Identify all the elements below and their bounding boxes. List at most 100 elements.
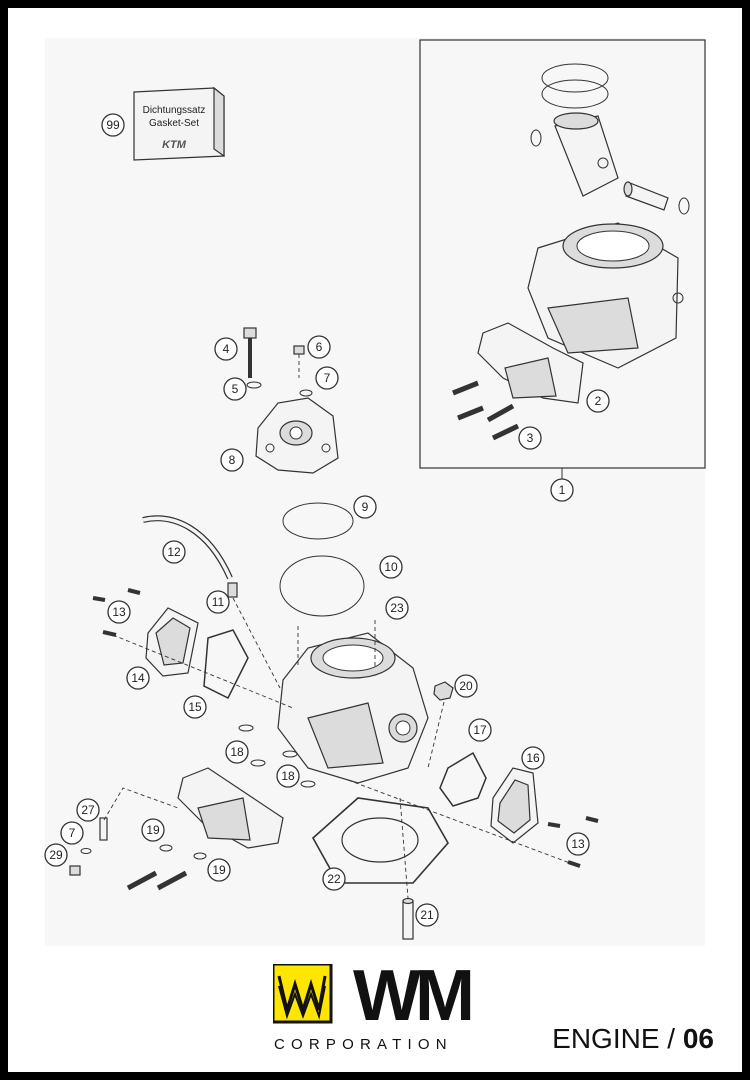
callout-16: 16 bbox=[521, 746, 545, 770]
washer-18c bbox=[282, 750, 298, 758]
head-bolt bbox=[243, 327, 257, 378]
gasket-box-line1: Dichtungssatz bbox=[143, 105, 206, 116]
svg-text:3: 3 bbox=[527, 431, 534, 445]
wm-corporation-logo: WM bbox=[273, 964, 477, 1036]
piston-pin bbox=[623, 181, 669, 211]
callout-20: 20 bbox=[454, 674, 478, 698]
right-cover bbox=[490, 767, 539, 844]
cover-screws-right bbox=[547, 816, 599, 868]
callout-14: 14 bbox=[126, 666, 150, 690]
callout-23: 23 bbox=[385, 596, 409, 620]
svg-text:1: 1 bbox=[559, 483, 566, 497]
logo-company: CORPORATION bbox=[274, 1036, 453, 1053]
svg-text:99: 99 bbox=[106, 118, 120, 132]
callout-99: 99 bbox=[101, 113, 125, 137]
callout-18a: 18 bbox=[225, 740, 249, 764]
head-nut bbox=[293, 345, 305, 378]
o-ring-9 bbox=[282, 502, 354, 540]
svg-text:5: 5 bbox=[232, 382, 239, 396]
washer-18d bbox=[300, 780, 316, 788]
callout-19a: 19 bbox=[141, 818, 165, 842]
callout-13-left: 13 bbox=[107, 600, 131, 624]
svg-text:20: 20 bbox=[459, 679, 473, 693]
page-frame: Dichtungssatz Gasket-Set KTM bbox=[8, 8, 742, 1072]
callout-12: 12 bbox=[162, 540, 186, 564]
svg-text:8: 8 bbox=[229, 453, 236, 467]
callout-5: 5 bbox=[223, 377, 247, 401]
svg-text:9: 9 bbox=[362, 500, 369, 514]
callout-29: 29 bbox=[44, 843, 68, 867]
callout-6: 6 bbox=[307, 335, 331, 359]
right-gasket bbox=[439, 751, 487, 807]
svg-text:19: 19 bbox=[146, 823, 160, 837]
kit-cylinder bbox=[527, 222, 684, 369]
fitting-11 bbox=[227, 582, 238, 598]
circlip-left bbox=[530, 129, 542, 147]
callout-4: 4 bbox=[214, 337, 238, 361]
svg-text:2: 2 bbox=[595, 394, 602, 408]
callout-10: 10 bbox=[379, 555, 403, 579]
adjust-screw-group bbox=[69, 817, 108, 876]
washer-7 bbox=[299, 389, 313, 397]
svg-text:18: 18 bbox=[281, 769, 295, 783]
svg-text:4: 4 bbox=[223, 342, 230, 356]
piston-rings bbox=[541, 63, 609, 109]
callout-1: 1 bbox=[550, 478, 574, 502]
callout-21: 21 bbox=[415, 903, 439, 927]
callout-7-lower: 7 bbox=[60, 821, 84, 845]
svg-text:15: 15 bbox=[188, 700, 202, 714]
svg-text:7: 7 bbox=[69, 826, 76, 840]
svg-text:12: 12 bbox=[167, 545, 181, 559]
washer-5 bbox=[246, 381, 262, 389]
cylinder-head bbox=[255, 397, 339, 474]
callout-3: 3 bbox=[518, 426, 542, 450]
washer-18a bbox=[238, 724, 254, 732]
svg-text:6: 6 bbox=[316, 340, 323, 354]
exhaust-flange bbox=[477, 322, 584, 404]
gasket-box-brand: KTM bbox=[162, 139, 187, 151]
callout-8: 8 bbox=[220, 448, 244, 472]
flange-screws bbox=[452, 380, 520, 441]
callout-13-right: 13 bbox=[566, 832, 590, 856]
lower-exhaust-flange bbox=[177, 767, 284, 849]
left-gasket bbox=[203, 629, 249, 700]
flange-bolts-lower bbox=[126, 870, 188, 891]
callout-15: 15 bbox=[183, 695, 207, 719]
callout-19b: 19 bbox=[207, 858, 231, 882]
gasket-box-line2: Gasket-Set bbox=[149, 118, 199, 129]
washer-18b bbox=[250, 759, 266, 767]
svg-text:23: 23 bbox=[390, 601, 404, 615]
main-cylinder bbox=[277, 632, 429, 784]
o-ring-10 bbox=[279, 555, 365, 617]
section-name: ENGINE bbox=[552, 1023, 660, 1054]
callout-7: 7 bbox=[315, 366, 339, 390]
svg-text:7: 7 bbox=[324, 371, 331, 385]
svg-text:18: 18 bbox=[230, 745, 244, 759]
svg-text:22: 22 bbox=[327, 872, 341, 886]
callout-9: 9 bbox=[353, 495, 377, 519]
circlip-right bbox=[678, 197, 690, 215]
washer-19a bbox=[159, 844, 173, 852]
svg-text:13: 13 bbox=[112, 605, 126, 619]
callout-11: 11 bbox=[206, 590, 230, 614]
dowel-pin bbox=[402, 897, 414, 940]
left-cover bbox=[145, 607, 199, 677]
svg-text:27: 27 bbox=[81, 803, 95, 817]
svg-text:13: 13 bbox=[571, 837, 585, 851]
piston bbox=[553, 112, 619, 197]
section-separator: / bbox=[659, 1023, 683, 1054]
svg-text:19: 19 bbox=[212, 863, 226, 877]
section-label: ENGINE / 06 bbox=[552, 1023, 714, 1055]
callout-22: 22 bbox=[322, 867, 346, 891]
svg-text:29: 29 bbox=[49, 848, 63, 862]
washer-19b bbox=[193, 852, 207, 860]
logo-letters: WM bbox=[353, 964, 471, 1036]
exploded-view-diagram: Dichtungssatz Gasket-Set KTM bbox=[44, 38, 706, 946]
callout-27: 27 bbox=[76, 798, 100, 822]
callout-17: 17 bbox=[468, 718, 492, 742]
svg-text:14: 14 bbox=[131, 671, 145, 685]
callout-18b: 18 bbox=[276, 764, 300, 788]
gasket-set-box: Dichtungssatz Gasket-Set KTM bbox=[133, 86, 225, 161]
svg-text:11: 11 bbox=[212, 595, 225, 609]
section-number: 06 bbox=[682, 1023, 714, 1054]
